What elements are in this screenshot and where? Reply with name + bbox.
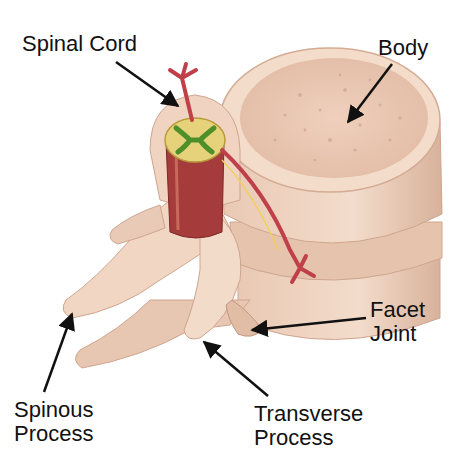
- leader-arrow: [204, 342, 268, 396]
- leader-arrows: [44, 62, 392, 396]
- vertebral-body-top: [240, 58, 428, 178]
- leader-arrow: [44, 314, 72, 392]
- leader-arrow: [348, 64, 392, 122]
- part-label: Transverse Process: [254, 402, 384, 450]
- nerve-root-lower: [222, 150, 314, 282]
- part-label: Spinal Cord: [22, 32, 192, 56]
- nerve-root-upper: [170, 64, 196, 120]
- left-transverse-process: [110, 205, 165, 244]
- facet-joint: [226, 300, 262, 336]
- spinal-cord: [165, 118, 225, 162]
- nerve-fiber: [222, 160, 278, 250]
- leader-arrow: [116, 62, 178, 106]
- part-label: Body: [378, 36, 468, 60]
- part-label: Facet Joint: [370, 298, 450, 346]
- part-label: Spinous Process: [14, 398, 114, 446]
- grey-matter: [176, 128, 214, 152]
- dura-highlight: [176, 150, 178, 230]
- bone-texture: [274, 74, 402, 162]
- vertebral-body-rim: [220, 48, 440, 192]
- leader-arrow: [252, 318, 366, 330]
